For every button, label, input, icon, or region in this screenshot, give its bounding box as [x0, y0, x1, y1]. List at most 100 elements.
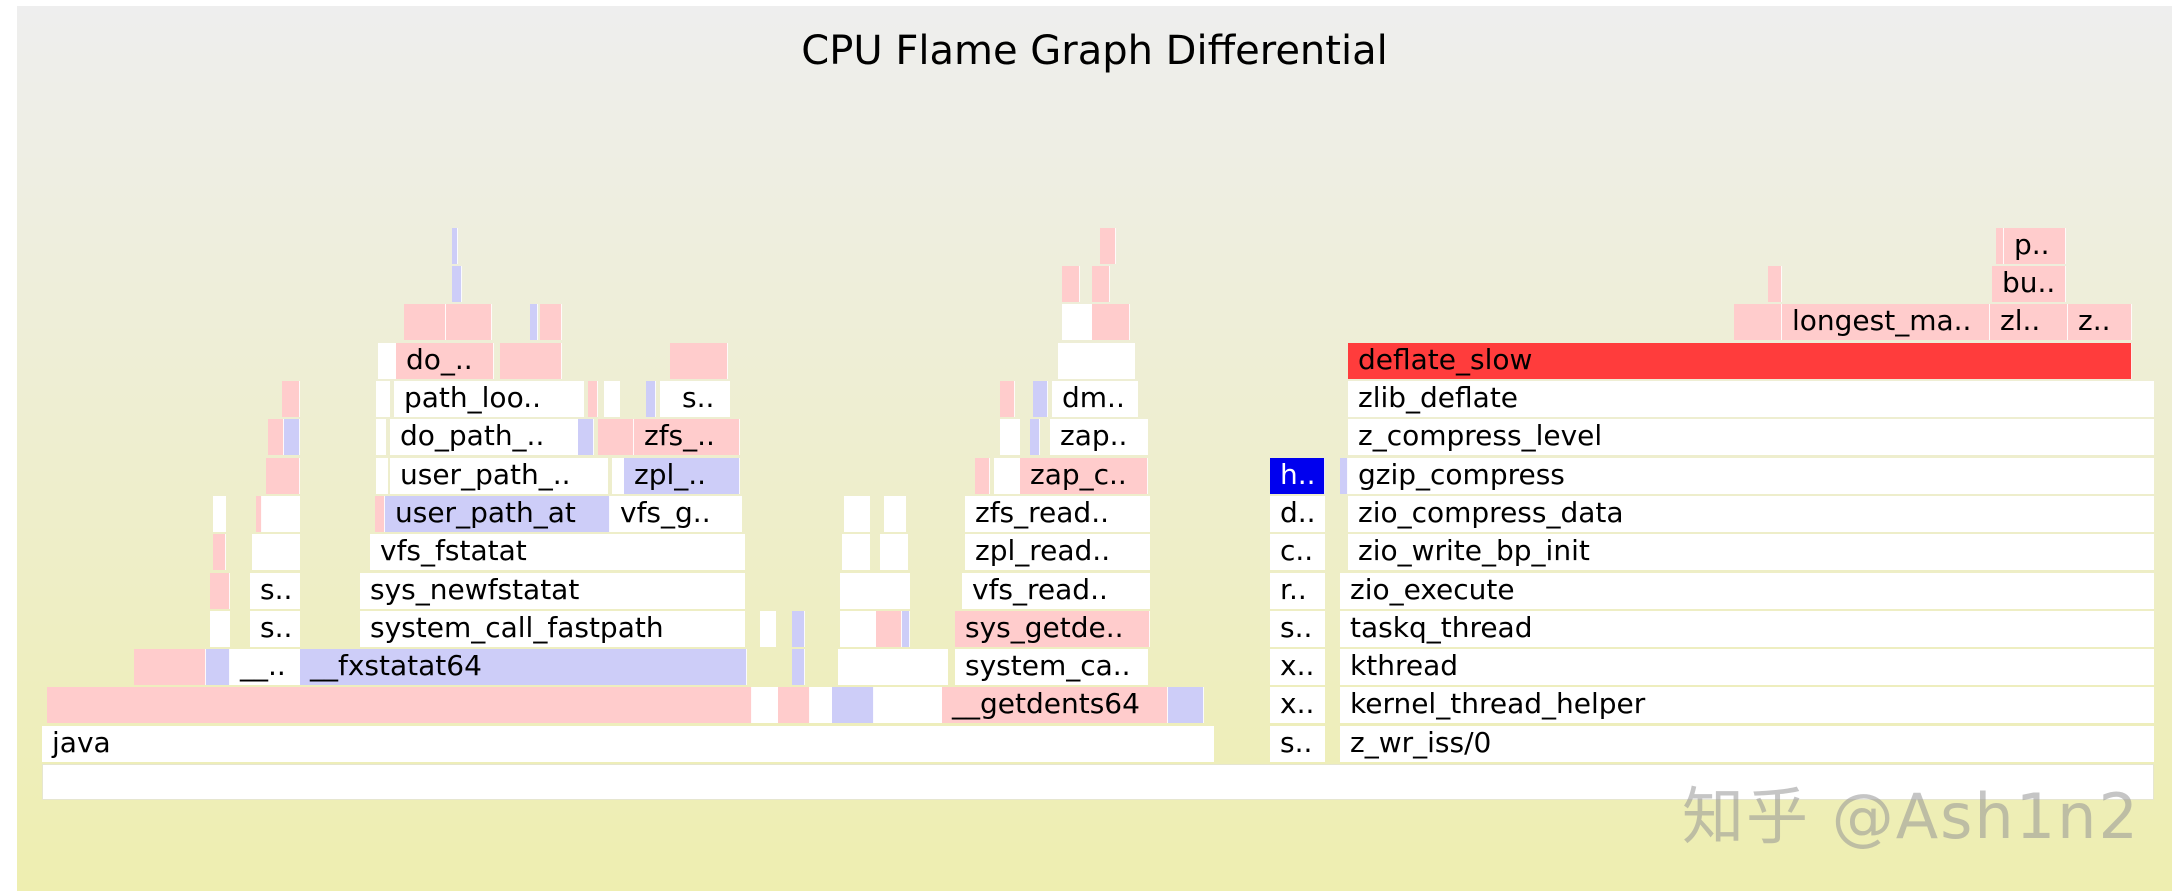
frame-sys_newfstatat[interactable]: sys_newfstatat: [360, 572, 745, 609]
frame-d[interactable]: d..: [1270, 495, 1325, 532]
frame-bar[interactable]: [1000, 419, 1020, 456]
frame-bar[interactable]: [646, 381, 656, 417]
frame-bar[interactable]: [42, 764, 2154, 800]
frame-bar[interactable]: [612, 457, 624, 494]
frame-bar[interactable]: [252, 534, 300, 571]
frame-bar[interactable]: [540, 304, 562, 341]
frame-zpl_read[interactable]: zpl_read..: [965, 534, 1150, 571]
frame-bar[interactable]: [1092, 266, 1110, 303]
frame-bar[interactable]: [604, 381, 620, 417]
frame-bar[interactable]: [213, 495, 226, 532]
frame-bar[interactable]: [530, 304, 538, 341]
frame-bar[interactable]: [266, 457, 300, 494]
frame-zpl_[interactable]: zpl_..: [624, 457, 740, 494]
frame-bar[interactable]: [1000, 381, 1015, 417]
frame-user_path_at[interactable]: user_path_at: [385, 495, 610, 532]
frame-bar[interactable]: [1340, 457, 1348, 494]
frame-bar[interactable]: [792, 610, 805, 647]
frame-r[interactable]: r..: [1270, 572, 1325, 609]
frame-bar[interactable]: [1030, 419, 1040, 456]
frame-bar[interactable]: [578, 419, 594, 456]
frame-x[interactable]: x..: [1270, 649, 1325, 686]
frame-bar[interactable]: [880, 534, 908, 571]
frame-__[interactable]: __..: [230, 649, 300, 686]
frame-bar[interactable]: [876, 572, 910, 609]
frame-zfs_[interactable]: zfs_..: [634, 419, 740, 456]
frame-bar[interactable]: [375, 495, 385, 532]
frame-bar[interactable]: [588, 381, 598, 417]
frame-bar[interactable]: [778, 687, 810, 724]
frame-bar[interactable]: [134, 649, 206, 686]
frame-z[interactable]: z..: [2068, 304, 2132, 341]
frame-bar[interactable]: [994, 457, 1020, 494]
frame-bar[interactable]: [446, 304, 492, 341]
frame-bar[interactable]: [670, 342, 728, 379]
frame-system_call_fastpath[interactable]: system_call_fastpath: [360, 610, 745, 647]
frame-bar[interactable]: [975, 457, 990, 494]
frame-kernel_thread_helper[interactable]: kernel_thread_helper: [1340, 687, 2154, 724]
frame-bar[interactable]: [206, 649, 230, 686]
frame-bar[interactable]: [908, 649, 948, 686]
frame-zl[interactable]: zl..: [1990, 304, 2068, 341]
frame-__fxstatat64[interactable]: __fxstatat64: [300, 649, 747, 686]
frame-zio_write_bp_init[interactable]: zio_write_bp_init: [1348, 534, 2154, 571]
frame-bar[interactable]: [500, 342, 562, 379]
frame-do_[interactable]: do_..: [396, 342, 494, 379]
frame-bar[interactable]: [47, 687, 752, 724]
frame-s[interactable]: s..: [250, 572, 300, 609]
frame-s[interactable]: s..: [250, 610, 300, 647]
frame-bar[interactable]: [810, 687, 832, 724]
frame-bar[interactable]: [210, 610, 230, 647]
frame-kthread[interactable]: kthread: [1340, 649, 2154, 686]
frame-zio_execute[interactable]: zio_execute: [1340, 572, 2154, 609]
frame-bar[interactable]: [1996, 227, 2004, 264]
frame-z_wr_iss-0[interactable]: z_wr_iss/0: [1340, 725, 2154, 762]
frame-bar[interactable]: [902, 610, 910, 647]
frame-bar[interactable]: [452, 266, 462, 303]
frame-bar[interactable]: [1062, 266, 1080, 303]
frame-bar[interactable]: [844, 495, 870, 532]
frame-zap[interactable]: zap..: [1050, 419, 1148, 456]
frame-bar[interactable]: [1100, 227, 1116, 264]
frame-bar[interactable]: [376, 419, 386, 456]
frame-sys_getde[interactable]: sys_getde..: [955, 610, 1150, 647]
frame-bar[interactable]: [1768, 266, 1782, 303]
frame-bar[interactable]: [598, 419, 634, 456]
frame-bar[interactable]: [832, 687, 874, 724]
frame-c[interactable]: c..: [1270, 534, 1325, 571]
frame-bar[interactable]: [884, 495, 906, 532]
frame-user_path_[interactable]: user_path_..: [390, 457, 608, 494]
frame-bar[interactable]: [840, 572, 876, 609]
frame-__getdents64[interactable]: __getdents64: [942, 687, 1168, 724]
frame-bar[interactable]: [378, 342, 396, 379]
frame-bar[interactable]: [262, 495, 300, 532]
frame-bar[interactable]: [1033, 381, 1048, 417]
frame-zap_c[interactable]: zap_c..: [1020, 457, 1148, 494]
frame-bar[interactable]: [874, 687, 942, 724]
frame-vfs_fstatat[interactable]: vfs_fstatat: [370, 534, 745, 571]
frame-bar[interactable]: [376, 457, 388, 494]
frame-bar[interactable]: [752, 687, 778, 724]
frame-bu[interactable]: bu..: [1992, 266, 2066, 303]
frame-deflate_slow[interactable]: deflate_slow: [1348, 342, 2132, 379]
frame-bar[interactable]: [376, 381, 390, 417]
frame-bar[interactable]: [210, 572, 230, 609]
frame-taskq_thread[interactable]: taskq_thread: [1340, 610, 2154, 647]
frame-bar[interactable]: [268, 419, 284, 456]
frame-bar[interactable]: [452, 227, 458, 264]
frame-gzip_compress[interactable]: gzip_compress: [1348, 457, 2154, 494]
frame-bar[interactable]: [284, 419, 300, 456]
frame-path_loo[interactable]: path_loo..: [394, 381, 584, 417]
frame-z_compress_level[interactable]: z_compress_level: [1348, 419, 2154, 456]
frame-bar[interactable]: [660, 381, 672, 417]
frame-bar[interactable]: [282, 381, 300, 417]
frame-do_path_[interactable]: do_path_..: [390, 419, 578, 456]
frame-bar[interactable]: [838, 649, 908, 686]
frame-x[interactable]: x..: [1270, 687, 1325, 724]
frame-bar[interactable]: [1058, 342, 1135, 379]
frame-bar[interactable]: [256, 495, 262, 532]
frame-zlib_deflate[interactable]: zlib_deflate: [1348, 381, 2154, 417]
frame-zfs_read[interactable]: zfs_read..: [965, 495, 1150, 532]
frame-bar[interactable]: [842, 534, 870, 571]
frame-p[interactable]: p..: [2004, 227, 2066, 264]
